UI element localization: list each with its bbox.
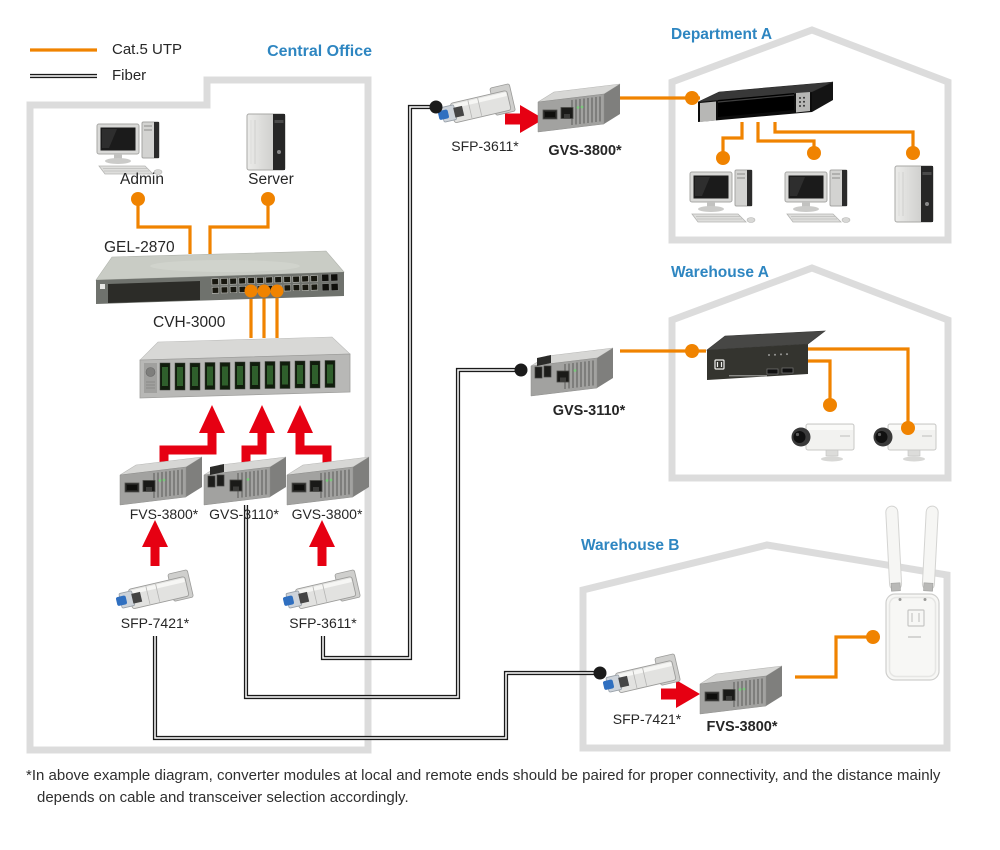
access-point — [885, 505, 940, 681]
central-office-outline — [26, 76, 372, 754]
sfp-7421-central-label: SFP-7421* — [120, 615, 190, 631]
converter-fvs-3800-remote — [700, 666, 782, 714]
department-a-pc-2 — [784, 169, 851, 223]
camera-1 — [791, 423, 855, 462]
antenna-left — [885, 505, 903, 592]
converter-gvs-3800-remote — [538, 84, 620, 132]
gvs-3110-central-label: GVS-3110* — [209, 506, 279, 522]
legend-fiber-label: Fiber — [112, 67, 147, 84]
converter-gvs-3110-remote — [531, 348, 613, 396]
antenna-right — [921, 505, 939, 592]
fiber-links — [152, 104, 598, 741]
central-office-title: Central Office — [267, 43, 372, 60]
legend-cat5-label: Cat.5 UTP — [112, 41, 183, 58]
converter-fvs-3800-central — [120, 457, 202, 505]
admin-label: Admin — [120, 171, 164, 188]
converter-gvs-3800-central — [287, 457, 369, 505]
converter-gvs-3110-central — [204, 457, 286, 505]
cvh-3000-label: CVH-3000 — [153, 314, 226, 331]
sfp-7421-remote-label: SFP-7421* — [612, 711, 682, 727]
department-a-title: Department A — [671, 26, 773, 43]
fiber-connector-dots — [429, 100, 607, 680]
sfp-module-3611-central — [279, 569, 361, 615]
sfp-3611-central-label: SFP-3611* — [289, 615, 357, 631]
sfp-module-3611-remote — [434, 83, 516, 129]
gvs-3800-remote-label: GVS-3800* — [548, 143, 622, 159]
department-a-switch — [697, 81, 834, 122]
warehouse-b-title: Warehouse B — [581, 537, 680, 554]
cvh-3000-chassis — [139, 336, 351, 399]
server-tower — [246, 113, 286, 171]
sfp-3611-remote-label: SFP-3611* — [451, 138, 519, 154]
warehouse-a-recorder — [706, 330, 826, 380]
pairing-arrows — [142, 105, 700, 708]
server-label: Server — [248, 171, 294, 188]
admin-computer — [96, 121, 163, 175]
warehouse-a-outline — [668, 264, 952, 482]
department-a-outline — [668, 26, 952, 244]
gvs-3800-central-label: GVS-3800* — [291, 506, 363, 522]
fvs-3800-central-label: FVS-3800* — [129, 506, 199, 522]
department-a-tower — [894, 165, 934, 223]
fvs-3800-remote-label: FVS-3800* — [706, 719, 778, 735]
warehouse-b-outline — [579, 541, 951, 752]
sfp-module-7421-central — [112, 569, 194, 615]
department-a-pc-1 — [689, 169, 756, 223]
gvs-3110-remote-label: GVS-3110* — [552, 403, 626, 419]
gel-2870-label: GEL-2870 — [104, 239, 175, 256]
warehouse-a-title: Warehouse A — [671, 264, 769, 281]
diagram-footnote: *In above example diagram, converter mod… — [26, 767, 941, 806]
gel-2870-switch — [95, 250, 345, 304]
utp-connector-dots — [131, 91, 920, 644]
